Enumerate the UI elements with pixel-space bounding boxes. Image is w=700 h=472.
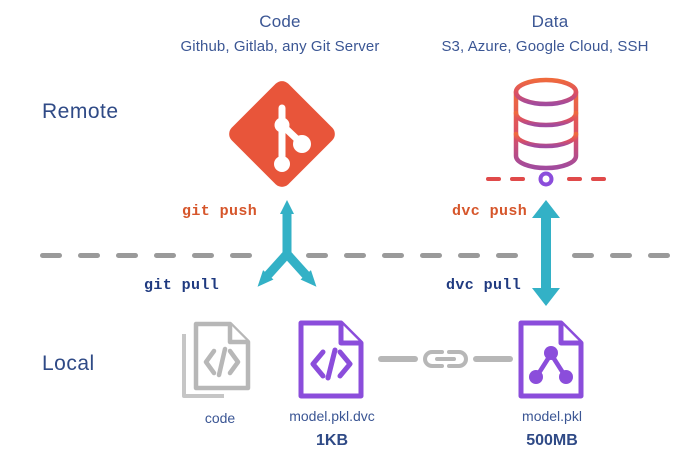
- database-cylinder-icon: [476, 72, 616, 190]
- model-graph-document-icon: [513, 318, 591, 404]
- file-caption-model-pkl: model.pkl: [522, 408, 582, 424]
- column-title-code: Code: [259, 12, 301, 31]
- file-size-model-pkl: 500MB: [526, 432, 578, 449]
- remote-local-divider: [0, 246, 700, 258]
- row-label-remote: Remote: [42, 100, 119, 123]
- file-size-model-pkl-dvc: 1KB: [315, 432, 348, 449]
- dvc-pull-label: dvc pull: [446, 277, 522, 294]
- file-caption-code: code: [204, 410, 236, 426]
- git-pull-label: git pull: [144, 277, 220, 294]
- git-transfer-arrow-icon: [232, 198, 342, 308]
- column-subtitle-code: Github, Gitlab, any Git Server: [180, 38, 380, 55]
- git-logo-icon: [222, 78, 342, 190]
- column-title-data: Data: [531, 12, 569, 31]
- dvc-push-label: dvc push: [452, 203, 528, 220]
- row-label-local: Local: [42, 352, 95, 375]
- code-document-icon: [293, 318, 371, 404]
- git-push-label: git push: [182, 203, 258, 220]
- code-document-stack-icon: [178, 318, 262, 404]
- chain-link-icon: [378, 346, 513, 374]
- file-caption-model-pkl-dvc: model.pkl.dvc: [289, 408, 375, 424]
- dvc-transfer-arrow-icon: [521, 198, 571, 308]
- column-subtitle-data: S3, Azure, Google Cloud, SSH: [441, 38, 649, 55]
